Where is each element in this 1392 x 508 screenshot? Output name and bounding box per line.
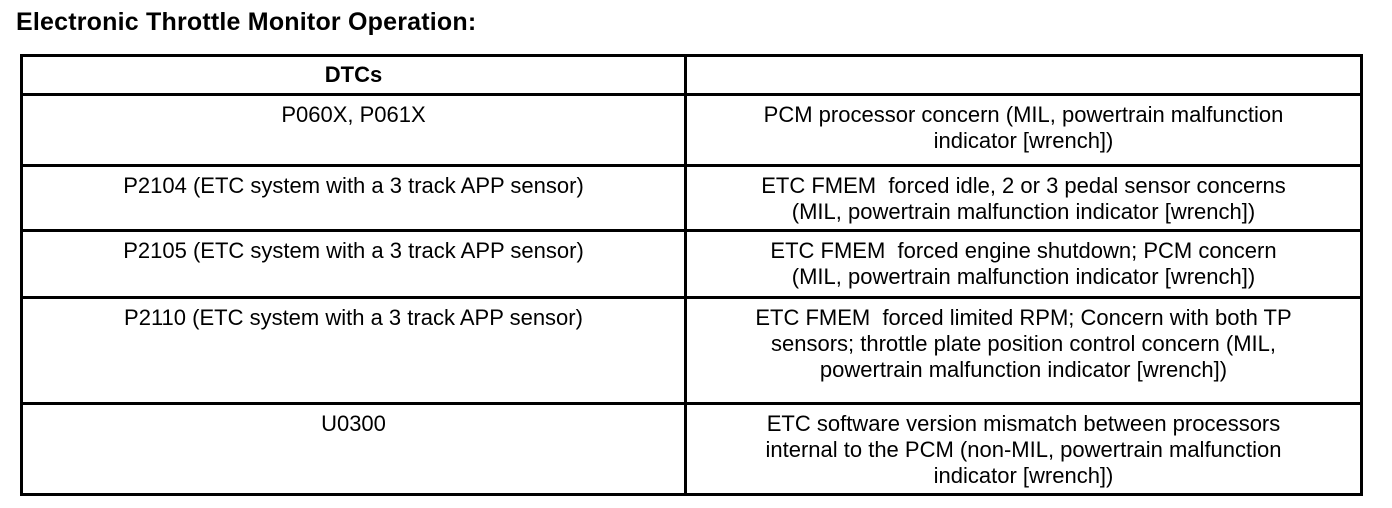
table-row: P2104 (ETC system with a 3 track APP sen… — [20, 164, 1363, 232]
table-row: U0300 ETC software version mismatch betw… — [20, 402, 1363, 496]
description-cell: ETC FMEM forced engine shutdown; PCM con… — [684, 229, 1363, 299]
description-cell: ETC FMEM forced limited RPM; Concern wit… — [684, 296, 1363, 405]
dtc-cell: P2110 (ETC system with a 3 track APP sen… — [20, 296, 687, 405]
dtc-cell: P060X, P061X — [20, 93, 687, 167]
dtc-cell: P2104 (ETC system with a 3 track APP sen… — [20, 164, 687, 232]
description-cell: ETC FMEM forced idle, 2 or 3 pedal senso… — [684, 164, 1363, 232]
table-header-row: DTCs — [20, 54, 1363, 96]
page-title: Electronic Throttle Monitor Operation: — [16, 8, 477, 36]
description-cell: PCM processor concern (MIL, powertrain m… — [684, 93, 1363, 167]
description-cell: ETC software version mismatch between pr… — [684, 402, 1363, 496]
dtcs-column-header: DTCs — [20, 54, 687, 96]
table-row: P2110 (ETC system with a 3 track APP sen… — [20, 296, 1363, 405]
table-row: P2105 (ETC system with a 3 track APP sen… — [20, 229, 1363, 299]
dtc-table: DTCs P060X, P061X PCM processor concern … — [20, 54, 1363, 496]
description-column-header — [684, 54, 1363, 96]
dtc-cell: P2105 (ETC system with a 3 track APP sen… — [20, 229, 687, 299]
dtc-cell: U0300 — [20, 402, 687, 496]
table-row: P060X, P061X PCM processor concern (MIL,… — [20, 93, 1363, 167]
